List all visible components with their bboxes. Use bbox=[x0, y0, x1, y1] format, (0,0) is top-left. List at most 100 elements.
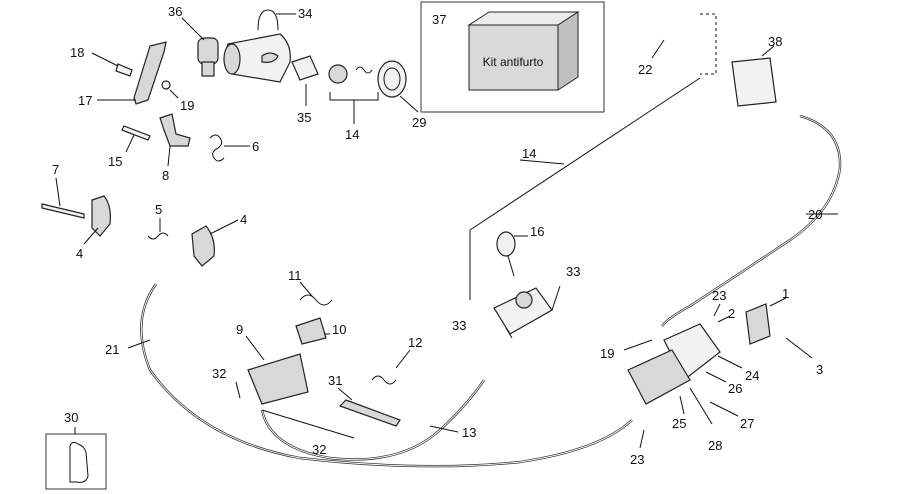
callout-14: 14 bbox=[345, 127, 359, 142]
leader-21 bbox=[127, 339, 151, 349]
kit-box: 37 Kit antifurto bbox=[420, 1, 605, 113]
left-middle-parts: 7 4 5 4 bbox=[41, 162, 247, 267]
leader-2 bbox=[717, 315, 731, 323]
part-lock-assembly bbox=[627, 349, 691, 405]
callout-23: 23 bbox=[712, 288, 726, 303]
part-36-key bbox=[201, 61, 215, 77]
leader-33b bbox=[551, 285, 561, 311]
kit-box-label: Kit antifurto bbox=[483, 55, 544, 69]
callout-38: 38 bbox=[768, 34, 782, 49]
callout-15: 15 bbox=[108, 154, 122, 169]
callout-8: 8 bbox=[162, 168, 169, 183]
callout-30: 30 bbox=[64, 410, 78, 425]
callout-32: 32 bbox=[212, 366, 226, 381]
part-19-nut bbox=[161, 80, 171, 90]
leader-9 bbox=[245, 335, 265, 361]
callout-18: 18 bbox=[70, 45, 84, 60]
callout-12: 12 bbox=[408, 335, 422, 350]
part-12-spring bbox=[371, 375, 397, 385]
callout-20: 20 bbox=[808, 207, 822, 222]
leader-7 bbox=[55, 177, 61, 207]
part-14-spring bbox=[355, 66, 373, 74]
part-16-handle bbox=[496, 231, 516, 257]
part-4-latch-right bbox=[191, 225, 215, 267]
callout-19: 19 bbox=[180, 98, 194, 113]
callout-25: 25 bbox=[672, 416, 686, 431]
leader-23a bbox=[713, 303, 721, 317]
cables: 21 13 20 14 bbox=[105, 77, 842, 468]
part-30-group: 30 bbox=[45, 410, 107, 490]
callout-27: 27 bbox=[740, 416, 754, 431]
callout-14: 14 bbox=[522, 146, 536, 161]
part-34-clip bbox=[257, 9, 279, 31]
leader-14a-bracket bbox=[329, 92, 379, 101]
callout-16: 16 bbox=[530, 224, 544, 239]
part-29-ring bbox=[377, 60, 407, 98]
leader-25 bbox=[679, 395, 685, 415]
right-parts: 22 38 23 1 2 19 3 24 26 25 28 27 23 bbox=[600, 13, 823, 467]
callout-4: 4 bbox=[76, 246, 83, 261]
callout-32: 32 bbox=[312, 442, 326, 457]
leader-19b bbox=[623, 339, 653, 351]
part-18-bolt bbox=[115, 63, 133, 77]
callout-26: 26 bbox=[728, 381, 742, 396]
callout-13: 13 bbox=[462, 425, 476, 440]
leader-31 bbox=[337, 387, 353, 401]
leader-14b bbox=[519, 159, 565, 165]
part-10-block bbox=[295, 317, 327, 345]
part-9-lock-body bbox=[247, 353, 309, 405]
part-15-pin bbox=[121, 125, 151, 141]
top-left-parts: 18 17 19 15 8 6 36 34 3 bbox=[70, 4, 426, 183]
callout-35: 35 bbox=[297, 110, 311, 125]
part-30-frame bbox=[45, 433, 107, 490]
leader-15 bbox=[125, 134, 135, 153]
callout-37: 37 bbox=[432, 12, 446, 27]
leader-22 bbox=[651, 39, 665, 59]
leader-33a bbox=[505, 327, 513, 339]
leader-11 bbox=[299, 281, 313, 297]
callout-10: 10 bbox=[332, 322, 346, 337]
part-lock-housing-face bbox=[223, 43, 241, 75]
leader-1 bbox=[769, 297, 787, 307]
part-6-spring bbox=[209, 134, 225, 162]
callout-11: 11 bbox=[288, 268, 302, 283]
callout-7: 7 bbox=[52, 162, 59, 177]
leader-32b bbox=[261, 409, 355, 439]
callout-34: 34 bbox=[298, 6, 312, 21]
callout-28: 28 bbox=[708, 438, 722, 453]
leader-13 bbox=[429, 425, 459, 433]
callout-9: 9 bbox=[236, 322, 243, 337]
part-35-sleeve bbox=[291, 55, 319, 81]
leader-23b bbox=[639, 429, 645, 449]
part-4-latch-left bbox=[91, 195, 111, 237]
part-8-bracket bbox=[159, 113, 191, 147]
part-lock-housing-slot bbox=[261, 52, 279, 63]
leader-38 bbox=[761, 45, 775, 57]
callout-33: 33 bbox=[566, 264, 580, 279]
callout-21: 21 bbox=[105, 342, 119, 357]
callout-1: 1 bbox=[782, 286, 789, 301]
leader-26 bbox=[705, 371, 727, 383]
leader-32a bbox=[235, 381, 241, 399]
part-29-ring-inner bbox=[383, 67, 401, 91]
callout-6: 6 bbox=[252, 139, 259, 154]
callout-29: 29 bbox=[412, 115, 426, 130]
leader-12 bbox=[395, 349, 411, 369]
callout-2: 2 bbox=[728, 306, 735, 321]
leader-36 bbox=[181, 17, 205, 41]
part-11-spring bbox=[299, 294, 333, 306]
part-31-strip bbox=[338, 399, 401, 427]
callout-19: 19 bbox=[600, 346, 614, 361]
callout-3: 3 bbox=[816, 362, 823, 377]
part-7-rod bbox=[41, 203, 85, 219]
part-17-lever bbox=[133, 41, 167, 105]
center-parts: 11 10 9 32 32 31 12 33 33 16 bbox=[212, 224, 580, 457]
callout-22: 22 bbox=[638, 62, 652, 77]
callout-24: 24 bbox=[745, 368, 759, 383]
callout-31: 31 bbox=[328, 373, 342, 388]
leader-24 bbox=[717, 355, 743, 369]
callout-36: 36 bbox=[168, 4, 182, 19]
leader-4a bbox=[83, 227, 99, 245]
callout-5: 5 bbox=[155, 202, 162, 217]
